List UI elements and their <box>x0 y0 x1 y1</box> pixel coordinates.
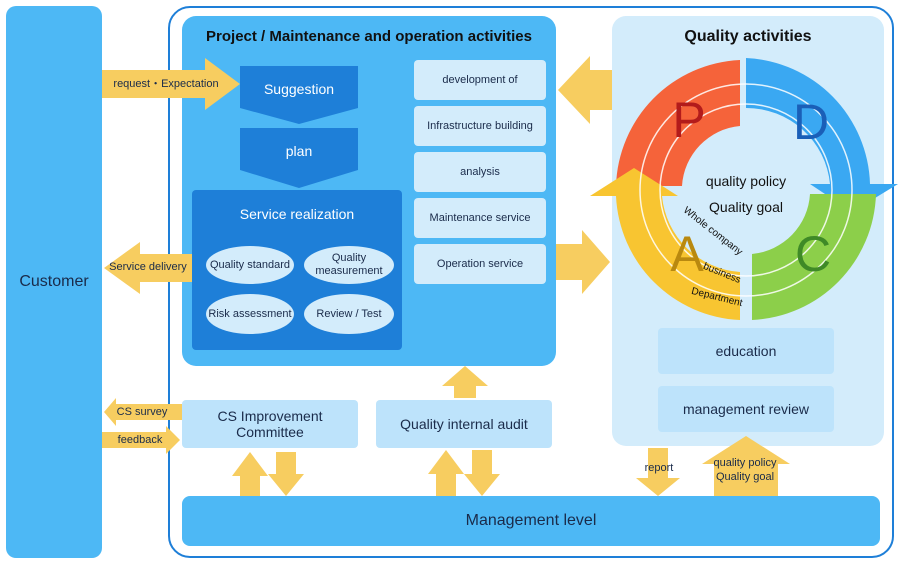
quality-to-project-arrow <box>558 56 612 124</box>
suggestion-chevron <box>240 66 358 124</box>
quality-title: Quality activities <box>684 28 812 45</box>
pdca-act-segment <box>590 168 740 320</box>
oval-quality-standard: Quality standard <box>206 246 294 284</box>
pdca-ring <box>590 58 898 320</box>
oval-risk-assessment: Risk assessment <box>206 294 294 334</box>
feedback-label: feedback <box>117 434 163 446</box>
center-quality-policy: quality policy <box>705 173 787 189</box>
oval-review-test: Review / Test <box>304 294 394 334</box>
project-title: Project / Maintenance and operation acti… <box>206 27 532 45</box>
plan-label: plan <box>285 143 313 159</box>
feedback-arrow <box>102 426 180 454</box>
pdca-do-segment <box>746 58 898 212</box>
plan-chevron <box>240 128 358 188</box>
cs-improvement-committee-box: CS Improvement Committee <box>182 400 358 448</box>
education-box: education <box>658 328 834 374</box>
management-level-label: Management level <box>465 512 597 529</box>
customer-box: Customer <box>6 6 102 558</box>
service-delivery-label: Service delivery <box>109 261 187 273</box>
activity-analysis: analysis <box>414 152 546 192</box>
pdca-letter-a: A <box>670 226 704 282</box>
pdca-letter-c: C <box>794 226 832 282</box>
report-arrow <box>636 448 680 496</box>
activity-development: development of <box>414 60 546 100</box>
pdca-check-segment <box>752 194 876 320</box>
center-quality-goal: Quality goal <box>709 199 783 215</box>
policy-goal-arrow <box>702 436 790 496</box>
education-label: education <box>715 343 777 359</box>
policy-goal-label-1: quality policy <box>713 457 777 469</box>
activity-maintenance: Maintenance service <box>414 198 546 238</box>
project-to-quality-arrow <box>556 230 610 294</box>
request-arrow <box>102 58 240 110</box>
cs-up-arrow <box>232 452 268 496</box>
pdca-plan-segment <box>616 60 740 186</box>
activity-operation: Operation service <box>414 244 546 284</box>
management-review-box: management review <box>658 386 834 432</box>
suggestion-label: Suggestion <box>263 81 335 97</box>
internal-audit-box: Quality internal audit <box>376 400 552 448</box>
oval-quality-measurement: Quality measurement <box>304 246 394 284</box>
audit-mgmt-up-arrow <box>428 450 464 496</box>
service-title: Service realization <box>239 206 355 222</box>
cs-survey-label: CS survey <box>116 406 168 418</box>
request-label: request・Expectation <box>113 78 219 90</box>
audit-up-arrow <box>442 366 488 398</box>
report-label: report <box>644 462 674 474</box>
policy-goal-label-2: Quality goal <box>715 471 775 483</box>
cs-improvement-committee-label: CS Improvement Committee <box>217 408 323 440</box>
management-level-box: Management level <box>182 496 880 546</box>
cs-survey-arrow <box>104 398 182 426</box>
pdca-letter-p: P <box>672 92 706 148</box>
customer-label: Customer <box>19 273 89 290</box>
management-review-label: management review <box>682 401 810 417</box>
pdca-letter-d: D <box>792 94 830 150</box>
service-delivery-arrow <box>104 242 192 294</box>
internal-audit-label: Quality internal audit <box>400 416 528 432</box>
audit-mgmt-down-arrow <box>464 450 500 496</box>
activity-infrastructure: Infrastructure building <box>414 106 546 146</box>
cs-down-arrow <box>268 452 304 496</box>
